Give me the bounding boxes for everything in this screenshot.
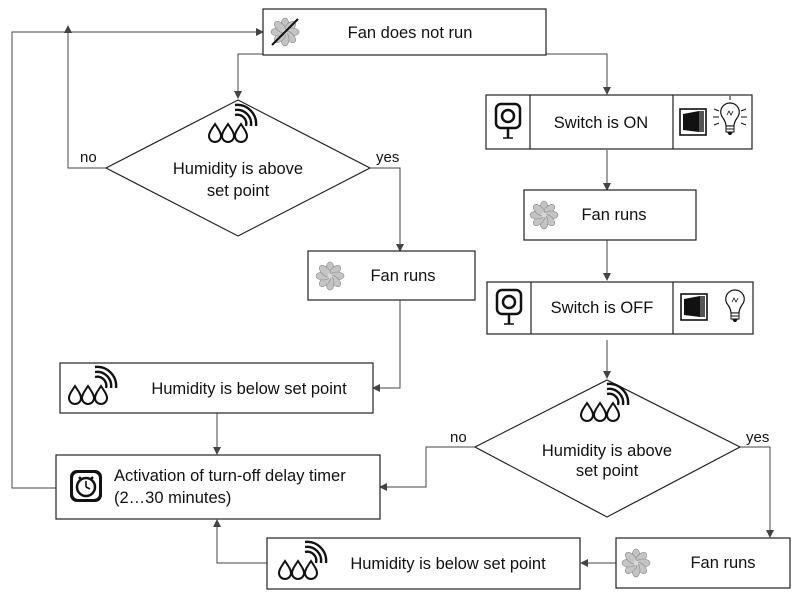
decision-label-line1: Humidity is above xyxy=(173,160,303,178)
node-label: Humidity is below set point xyxy=(151,380,347,398)
decision-humidity-above-1: Humidity is above set point xyxy=(104,99,372,237)
node-label: Humidity is below set point xyxy=(350,555,546,573)
rocker-switch-icon xyxy=(680,293,708,321)
node-turn-off-delay-timer: Activation of turn-off delay timer (2…30… xyxy=(55,454,381,520)
decision-label-line1: Humidity is above xyxy=(542,442,672,460)
node-label: Switch is OFF xyxy=(551,299,654,317)
fan-off-icon xyxy=(270,17,300,47)
node-fan-runs-3: Fan runs xyxy=(615,537,791,589)
node-label: Fan runs xyxy=(370,267,435,285)
node-fan-does-not-run: Fan does not run xyxy=(262,8,547,56)
node-label: Fan runs xyxy=(690,554,755,572)
node-fan-runs-1: Fan runs xyxy=(307,250,476,301)
fan-icon xyxy=(529,200,559,230)
fan-icon xyxy=(315,261,345,291)
connectors xyxy=(11,25,774,567)
node-humidity-below-1: Humidity is below set point xyxy=(59,362,374,414)
decision-label-line2: set point xyxy=(576,462,639,480)
node-label-line2: (2…30 minutes) xyxy=(114,489,231,507)
node-switch-off: Switch is OFF xyxy=(486,281,754,335)
node-switch-on: Switch is ON xyxy=(485,94,753,150)
node-label: Fan does not run xyxy=(348,24,473,42)
fan-icon xyxy=(621,548,651,578)
rocker-switch-icon xyxy=(679,108,707,136)
edge-label-no: no xyxy=(450,429,467,446)
node-fan-runs-2: Fan runs xyxy=(523,189,697,241)
edge-label-yes: yes xyxy=(746,429,769,446)
node-humidity-below-2: Humidity is below set point xyxy=(266,537,581,590)
decision-humidity-above-2: Humidity is above set point xyxy=(473,379,742,518)
node-label-line1: Activation of turn-off delay timer xyxy=(114,467,346,485)
node-label: Fan runs xyxy=(581,206,646,224)
node-label: Switch is ON xyxy=(554,114,648,132)
timer-icon xyxy=(68,468,104,504)
edge-label-yes: yes xyxy=(376,149,399,166)
edge-label-no: no xyxy=(80,149,97,166)
decision-label-line2: set point xyxy=(207,182,270,200)
